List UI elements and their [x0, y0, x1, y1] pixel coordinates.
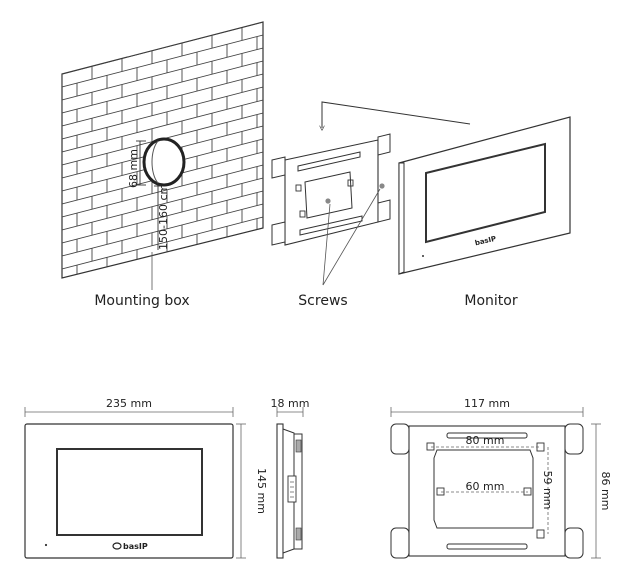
- brick-course-line: [62, 190, 263, 244]
- side-depth-label: 18 mm: [271, 397, 310, 410]
- mount-height-label: 150-160 cm: [157, 184, 170, 250]
- brick-course-line: [62, 73, 263, 127]
- brick-course-line: [62, 86, 263, 140]
- brick-course-line: [62, 164, 263, 218]
- box-diameter-dimension: 68 mm: [127, 140, 146, 188]
- screw-pointers: [322, 188, 381, 286]
- brick-course-line: [62, 216, 263, 270]
- bracket-view: 117 mm 80 mm 60 mm 59 mm 86 mm: [390, 397, 612, 559]
- mount-height-dimension: 150-160 cm: [151, 184, 170, 290]
- bracket-59mm-label: 59 mm: [541, 471, 554, 510]
- brick-course-line: [62, 47, 263, 101]
- brick-course-line: [62, 203, 263, 257]
- front-height-label: 145 mm: [255, 468, 268, 514]
- brick-course-line: [62, 34, 263, 88]
- monitor-caption: Monitor: [464, 293, 517, 309]
- bracket-height-label: 86 mm: [599, 472, 612, 511]
- mount-direction-arrow: [322, 101, 471, 128]
- brick-course-line: [62, 99, 263, 153]
- mounting-box-hole: [142, 137, 186, 187]
- box-diameter-label: 68 mm: [127, 149, 140, 188]
- brick-course-line: [62, 177, 263, 231]
- front-width-label: 235 mm: [106, 397, 152, 410]
- mounting-box-caption: Mounting box: [94, 293, 189, 309]
- front-brand-logo: basIP: [112, 542, 148, 551]
- monitor-perspective: basIP: [398, 116, 571, 275]
- front-view: 235 mm basIP 145 mm: [24, 397, 268, 559]
- bracket-width-label: 117 mm: [464, 397, 510, 410]
- front-brand-text: basIP: [123, 542, 148, 551]
- mounting-bracket: [271, 133, 391, 246]
- bracket-80mm-label: 80 mm: [466, 434, 505, 447]
- side-view: 18 mm: [271, 397, 310, 559]
- brick-course-line: [62, 60, 263, 114]
- bracket-60mm-label: 60 mm: [466, 480, 505, 493]
- screws-caption: Screws: [298, 293, 347, 309]
